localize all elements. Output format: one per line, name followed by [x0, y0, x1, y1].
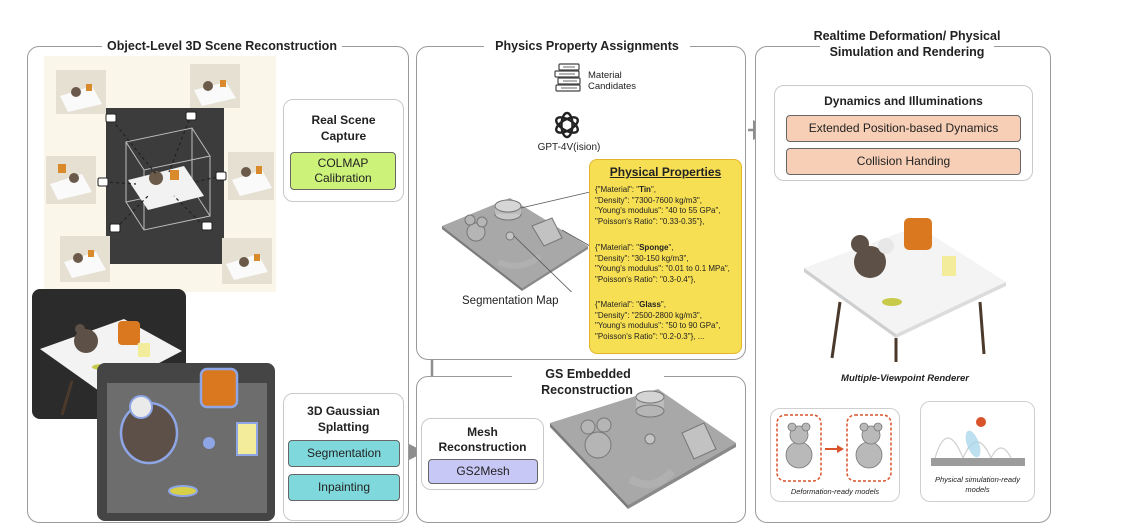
- segmentation-map-illustration: [442, 191, 590, 292]
- gs2mesh-button[interactable]: GS2Mesh: [428, 459, 538, 484]
- geometry-title-line2: Reconstruction: [530, 383, 644, 398]
- dynamics-illuminations-box: Dynamics and Illuminations Extended Posi…: [774, 85, 1033, 181]
- material-name-sponge: Sponge: [639, 243, 669, 252]
- collision-handling-button[interactable]: Collision Handing: [786, 148, 1021, 175]
- physics-caption-line1: Physical simulation-ready: [934, 475, 1021, 484]
- simulation-title-line2: Simulation and Rendering: [820, 45, 994, 60]
- mesh-reconstruction-box: Mesh Reconstruction GS2Mesh: [421, 418, 544, 490]
- gaussian-splatting-title-line2: Splatting: [317, 420, 370, 434]
- deformation-models-box: Deformation-ready models: [770, 408, 900, 502]
- material-candidates-line2: Candidates: [588, 81, 637, 92]
- physics-models-caption: Physical simulation-ready models: [921, 475, 1034, 495]
- scene-reconstruction-title: Object-Level 3D Scene Reconstruction: [102, 39, 342, 54]
- physics-caption-line2: models: [965, 485, 990, 494]
- books-icon: [554, 63, 581, 92]
- mesh-title-line1: Mesh: [467, 425, 498, 439]
- real-scene-capture-title-line2: Capture: [320, 129, 367, 143]
- real-scene-capture-box: Real Scene Capture COLMAP Calibration: [283, 99, 404, 202]
- material-name-tin: Tin: [639, 185, 651, 194]
- mesh-title-line2: Reconstruction: [438, 440, 527, 454]
- deformation-bears-illustration: [776, 414, 892, 482]
- gpt-label: GPT-4V(ision): [537, 142, 601, 153]
- simulation-title-line1: Realtime Deformation/ Physical: [802, 29, 1012, 44]
- multiview-render-illustration: [804, 218, 1006, 362]
- segmentation-map-label: Segmentation Map: [462, 295, 559, 307]
- pbd-button[interactable]: Extended Position-based Dynamics: [786, 115, 1021, 142]
- colmap-line1: COLMAP: [317, 156, 369, 170]
- physical-properties-title: Physical Properties: [609, 165, 722, 179]
- gaussian-splatting-title-line1: 3D Gaussian: [307, 404, 380, 418]
- colmap-calibration-button[interactable]: COLMAP Calibration: [290, 152, 396, 190]
- openai-logo-icon: [555, 111, 579, 139]
- multiview-capture-illustration: [44, 56, 276, 292]
- inpainting-button[interactable]: Inpainting: [288, 474, 400, 501]
- material-candidates-label: Material Candidates: [588, 70, 636, 92]
- segmented-scene-render: [97, 363, 275, 521]
- physical-properties-box: Physical Properties {"Material": "Tin", …: [589, 159, 742, 354]
- material-candidates-line1: Material: [588, 70, 622, 81]
- segmentation-button[interactable]: Segmentation: [288, 440, 400, 467]
- dynamics-title: Dynamics and Illuminations: [824, 94, 983, 108]
- real-scene-capture-title-line1: Real Scene: [311, 113, 376, 127]
- physics-assignment-title: Physics Property Assignments: [484, 39, 690, 54]
- colmap-line2: Calibration: [314, 171, 372, 185]
- material-entry-glass: {"Material": "Glass", "Density": "2500-2…: [595, 300, 721, 341]
- material-name-glass: Glass: [639, 300, 661, 309]
- reconstructed-mesh-illustration: [550, 389, 736, 509]
- multiview-renderer-caption: Multiple-Viewpoint Renderer: [841, 373, 969, 384]
- physics-models-box: Physical simulation-ready models: [920, 401, 1035, 502]
- bouncing-ball-illustration: [931, 417, 1025, 466]
- gaussian-splatting-box: 3D Gaussian Splatting Segmentation Inpai…: [283, 393, 404, 521]
- deformation-models-caption: Deformation-ready models: [790, 487, 880, 496]
- material-entry-sponge: {"Material": "Sponge", "Density": "30-15…: [595, 243, 730, 284]
- material-entry-tin: {"Material": "Tin", "Density": "7300-760…: [595, 185, 721, 226]
